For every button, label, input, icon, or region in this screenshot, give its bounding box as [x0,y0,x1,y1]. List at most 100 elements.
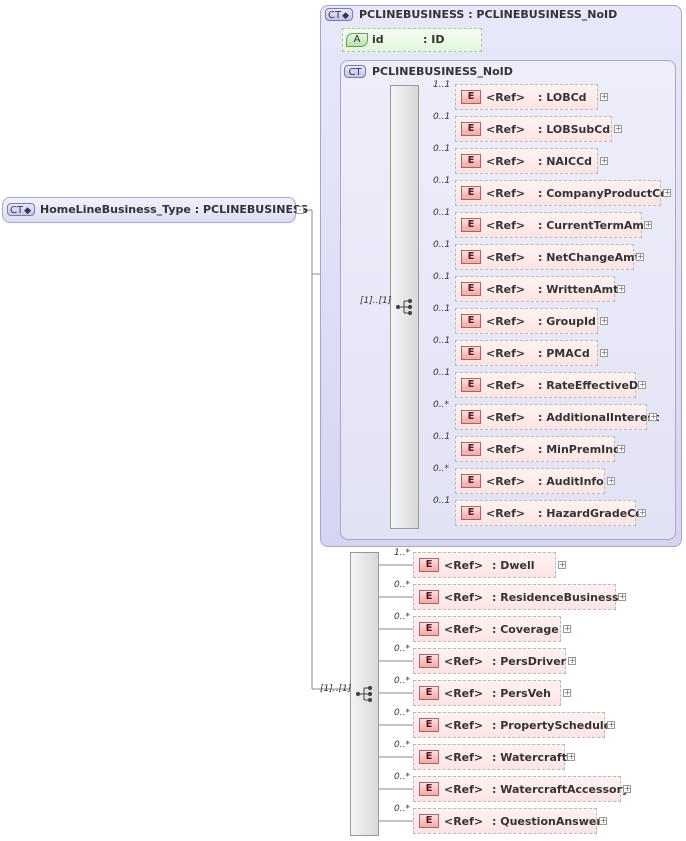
element-tag: E [461,314,481,328]
element-box[interactable]: E<Ref>: NetChangeAmt [455,244,640,270]
element-name: : Coverage [492,623,559,636]
inner-ct-tag: CT [344,65,366,78]
element-box[interactable]: E<Ref>: WrittenAmt [455,276,619,302]
inner-group-title: PCLINEBUSINESS_NoID [372,65,513,78]
element-name: : AuditInfo [538,475,604,488]
element-name: : QuestionAnswer [492,815,602,828]
expand-button[interactable]: + [599,816,607,825]
element-tag: E [461,474,481,488]
element-name: : NAICCd [538,155,593,168]
expand-button[interactable]: + [617,284,625,293]
root-complex-type-box[interactable] [2,197,296,223]
attribute-tag: A [346,33,368,47]
element-name: : LOBCd [538,91,587,104]
element-box[interactable]: E<Ref>: LOBCd [455,84,598,110]
expand-button[interactable]: + [563,624,571,633]
element-box[interactable]: E<Ref>: GroupId [455,308,598,334]
expand-button[interactable]: + [558,560,566,569]
expand-button[interactable]: + [618,592,626,601]
expand-button[interactable]: + [649,412,657,421]
element-box[interactable]: E <Ref> : PMACd [455,340,598,366]
expand-button[interactable]: + [644,220,652,229]
element-ref-label: <Ref> [486,123,526,136]
element-ref-label: <Ref> [444,591,484,604]
element-name: : HazardGradeCd [538,507,644,520]
element-ref-label: <Ref> [486,155,526,168]
element-ref-label: <Ref> [486,443,526,456]
element-name: : RateEffectiveDt [538,379,644,392]
expand-button[interactable]: + [568,656,576,665]
element-name: : GroupId [538,315,596,328]
expand-button[interactable]: + [600,92,608,101]
expand-button[interactable]: + [636,252,644,261]
element-tag: E [419,622,439,636]
element-cardinality: 0..* [394,580,410,590]
element-box[interactable]: E<Ref>: PropertySchedule [413,712,611,738]
root-collapse-button[interactable]: - [296,206,304,214]
element-cardinality: 0..* [394,612,410,622]
element-name: : WrittenAmt [538,283,619,296]
expand-button[interactable]: + [663,188,671,197]
element-tag: E [461,154,481,168]
element-tag: E [461,250,481,264]
outer-sequence-cardinality: [1]..[1] [320,684,352,694]
element-box[interactable]: E<Ref>: LOBSubCd [455,116,612,142]
element-box[interactable]: E<Ref>: CurrentTermAmt [455,212,649,238]
element-ref-label: <Ref> [486,283,526,296]
element-tag: E [461,122,481,136]
element-box[interactable]: E<Ref>: PersDriver [413,648,566,674]
root-ct-tag: CT◆ [7,203,35,216]
element-box[interactable]: E<Ref>: MinPremInd [455,436,621,462]
element-box[interactable]: E <Ref> : NAICCd [455,148,598,174]
element-name: : NetChangeAmt [538,251,640,264]
expand-button[interactable]: + [617,444,625,453]
element-box[interactable]: E<Ref>: AdditionalInterest [455,404,659,430]
expand-button[interactable]: + [607,476,615,485]
element-ref-label: <Ref> [444,623,484,636]
element-cardinality: 0..1 [433,368,451,378]
element-ref-label: <Ref> [486,507,526,520]
element-ref-label: <Ref> [486,411,526,424]
expand-button[interactable]: + [607,720,615,729]
element-ref-label: <Ref> [444,719,484,732]
element-tag: E [419,686,439,700]
element-tag: E [461,378,481,392]
element-cardinality: 0..* [394,676,410,686]
expand-button[interactable]: + [614,124,622,133]
element-cardinality: 0..* [394,772,410,782]
element-box[interactable]: E<Ref>: PersVeh [413,680,561,706]
element-cardinality: 0..1 [433,112,451,122]
element-cardinality: 0..1 [433,432,451,442]
element-name: : Watercraft [492,751,567,764]
element-box[interactable]: E<Ref>: RateEffectiveDt [455,372,643,398]
element-box[interactable]: E <Ref> : Coverage [413,616,561,642]
element-box[interactable]: E<Ref>: HazardGradeCd [455,500,643,526]
element-box[interactable]: E<Ref>: Watercraft [413,744,567,770]
element-ref-label: <Ref> [486,347,526,360]
element-cardinality: 1..* [394,548,410,558]
expand-button[interactable]: + [563,688,571,697]
element-tag: E [461,186,481,200]
expand-button[interactable]: + [638,380,646,389]
element-tag: E [419,558,439,572]
expand-button[interactable]: + [600,316,608,325]
element-box[interactable]: E<Ref>: WatercraftAccessory [413,776,629,802]
expand-button[interactable]: + [600,348,608,357]
element-box[interactable]: E<Ref>: QuestionAnswer [413,808,602,834]
element-ref-label: <Ref> [486,187,526,200]
element-name: : PMACd [538,347,590,360]
element-cardinality: 0..1 [433,304,451,314]
element-box[interactable]: E<Ref>: AuditInfo [455,468,605,494]
element-tag: E [419,718,439,732]
element-name: : CurrentTermAmt [538,219,650,232]
expand-button[interactable]: + [600,156,608,165]
expand-button[interactable]: + [567,752,575,761]
element-tag: E [461,346,481,360]
expand-button[interactable]: + [638,508,646,517]
element-tag: E [419,590,439,604]
element-box[interactable]: E<Ref>: CompanyProductCd [455,180,668,206]
expand-button[interactable]: + [623,784,631,793]
element-box[interactable]: E<Ref>: Dwell [413,552,556,578]
element-cardinality: 0..1 [433,496,451,506]
element-box[interactable]: E<Ref>: ResidenceBusiness [413,584,619,610]
